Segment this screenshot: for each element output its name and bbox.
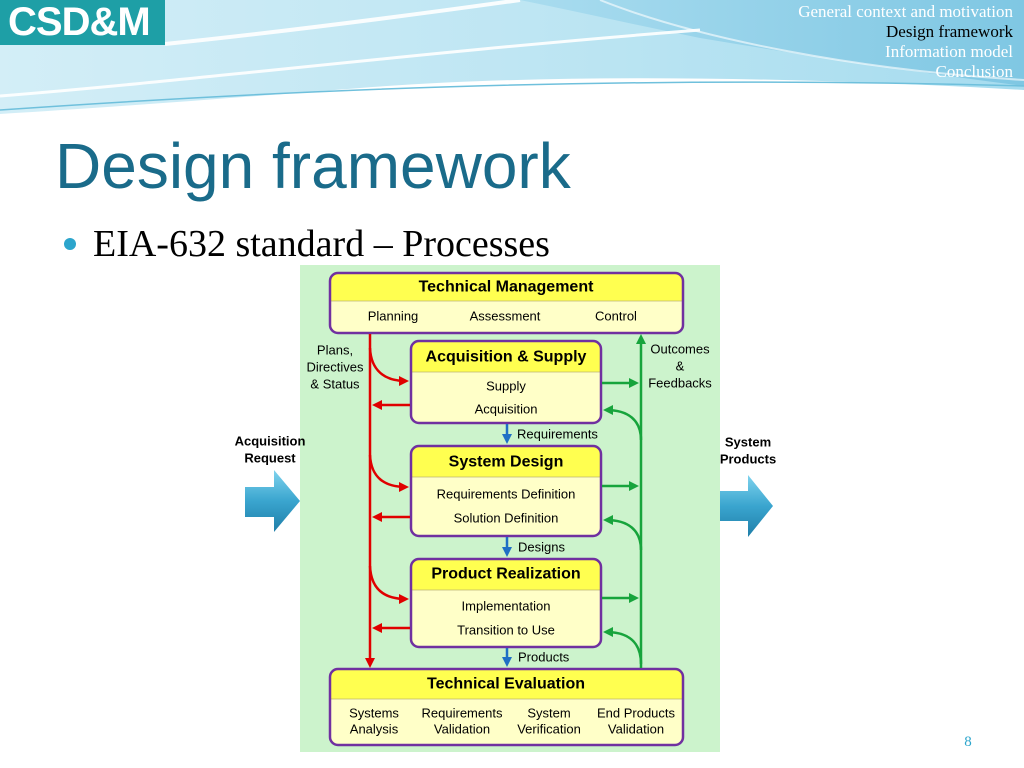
process-box-system-design: System Design Requirements Definition So… [409, 444, 603, 538]
plans-label: Plans, [317, 343, 353, 358]
page-number: 8 [964, 734, 972, 750]
process-box-product-realization: Product Realization Implementation Trans… [409, 557, 603, 649]
outcomes-label: Outcomes [650, 342, 710, 357]
output-arrow-icon [720, 475, 773, 537]
outcomes-label: & [676, 359, 685, 374]
nav-item-general-context[interactable]: General context and motivation [798, 2, 1013, 21]
feedback-flow-arrows [602, 334, 646, 668]
header-swoosh [0, 0, 1024, 114]
process-item: Acquisition [475, 402, 538, 417]
flow-label-designs: Designs [518, 540, 565, 555]
flow-label-requirements: Requirements [517, 427, 598, 442]
process-box-acquisition-supply: Acquisition & Supply Supply Acquisition [409, 339, 603, 425]
process-box-title: Product Realization [431, 566, 580, 583]
bullet-dot [64, 238, 76, 250]
input-label: Request [244, 451, 296, 466]
process-item: Solution Definition [454, 511, 559, 526]
input-label: Acquisition [235, 434, 306, 449]
csdm-logo: CSD&M [0, 0, 165, 45]
slide-title: Design framework [55, 130, 571, 202]
process-item: Planning [368, 309, 419, 324]
output-label: Products [720, 452, 776, 467]
section-nav: General context and motivation Design fr… [798, 2, 1013, 82]
process-item: Analysis [350, 722, 399, 737]
process-item: End Products [597, 706, 676, 721]
process-item: Implementation [462, 599, 551, 614]
eia-632-process-diagram: Acquisition Request System Products Tech… [235, 265, 776, 752]
process-box-title: Technical Evaluation [427, 676, 585, 693]
process-item: Transition to Use [457, 623, 555, 638]
process-item: Assessment [470, 309, 541, 324]
nav-item-conclusion[interactable]: Conclusion [935, 62, 1013, 81]
plans-label: Directives [306, 360, 364, 375]
process-item: Systems [349, 706, 399, 721]
process-item: Requirements [422, 706, 503, 721]
process-box-technical-management: Technical Management Planning Assessment… [328, 271, 685, 335]
process-item: Validation [608, 722, 664, 737]
process-item: Supply [486, 379, 526, 394]
bullet-text: EIA-632 standard – Processes [93, 223, 550, 265]
outcomes-label: Feedbacks [648, 376, 712, 391]
process-box-technical-evaluation: Technical Evaluation Systems Analysis Re… [328, 667, 685, 747]
process-box-title: Acquisition & Supply [426, 349, 587, 366]
control-flow-arrows [365, 334, 410, 668]
process-item: System [527, 706, 570, 721]
flow-label-products: Products [518, 650, 570, 665]
process-item: Verification [517, 722, 581, 737]
nav-item-information-model[interactable]: Information model [885, 42, 1013, 61]
process-item: Requirements Definition [437, 487, 576, 502]
nav-item-design-framework[interactable]: Design framework [886, 22, 1013, 41]
input-arrow-icon [245, 470, 300, 532]
output-label: System [725, 435, 771, 450]
process-item: Validation [434, 722, 490, 737]
plans-label: & Status [310, 377, 360, 392]
process-box-title: System Design [449, 454, 564, 471]
process-item: Control [595, 309, 637, 324]
process-box-title: Technical Management [419, 279, 595, 296]
